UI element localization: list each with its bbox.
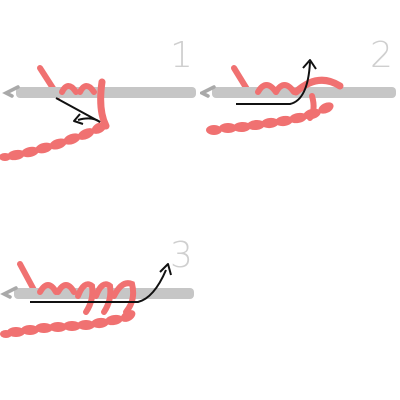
step-2-panel: 2	[200, 0, 400, 200]
yarn-loop	[59, 83, 79, 95]
step-3-illustration	[0, 261, 194, 338]
yarn-chain	[206, 102, 334, 135]
yarn-loop	[75, 281, 96, 315]
yarn-loop	[273, 82, 297, 95]
working-yarn	[292, 76, 344, 96]
yarn-loop	[77, 83, 97, 95]
step-1-illustration	[0, 65, 196, 161]
step-1-panel: 1	[0, 0, 200, 200]
step-number: 2	[370, 35, 393, 76]
yarn-tail	[17, 261, 37, 293]
direction-arrow-icon	[55, 97, 101, 125]
yarn-chain	[0, 310, 136, 338]
direction-arrow-icon	[30, 263, 172, 303]
yarn-chain	[0, 122, 107, 161]
yarn-loop	[111, 280, 137, 315]
step-2-illustration	[200, 59, 396, 135]
yarn-loop	[93, 281, 114, 315]
yarn-loop	[37, 282, 59, 295]
step-number: 1	[170, 35, 193, 76]
step-3-panel: 3	[0, 200, 200, 400]
yarn-loop	[55, 282, 77, 295]
step-number: 3	[170, 235, 193, 276]
direction-arrow-icon	[236, 59, 317, 105]
